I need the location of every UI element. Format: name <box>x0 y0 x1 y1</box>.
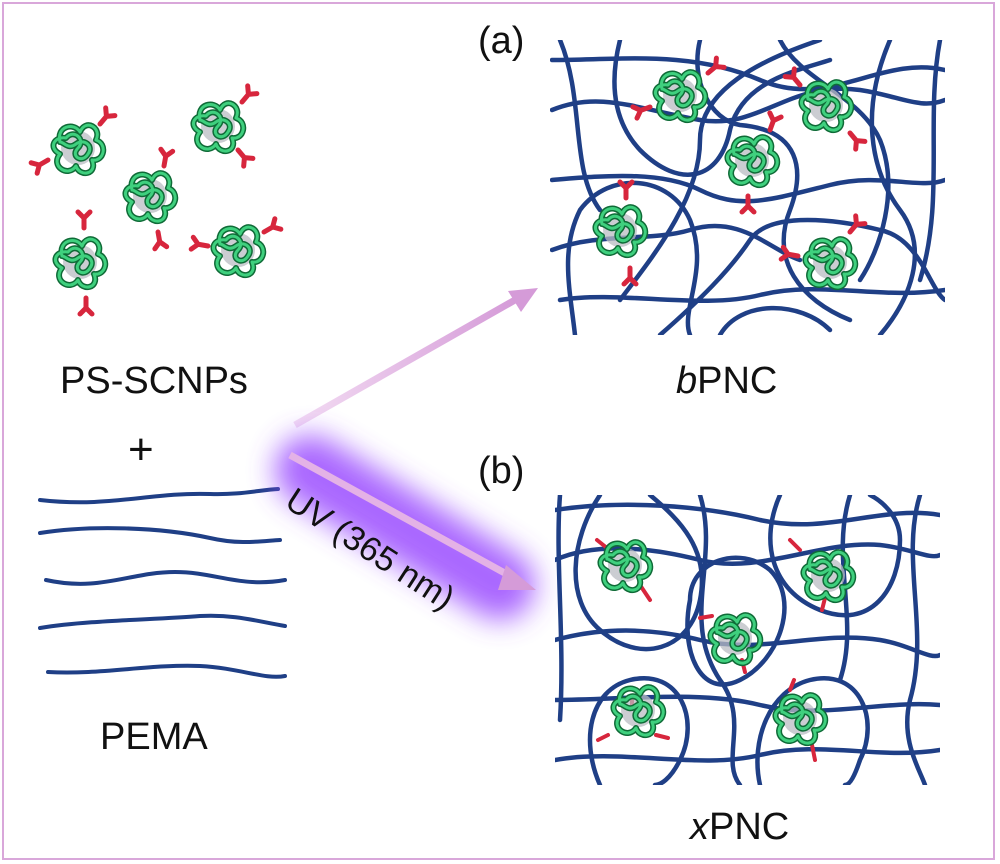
scnp-particle <box>55 212 105 314</box>
pema-chain <box>38 613 287 630</box>
scnp-particle <box>191 219 281 275</box>
xpnc-scnp <box>710 615 760 663</box>
arrow-to-bpnc <box>293 288 538 429</box>
pema-chain <box>38 526 282 545</box>
scnp-group <box>31 86 281 314</box>
xpnc-label: xPNC <box>690 808 789 846</box>
xpnc-scnp <box>600 542 650 590</box>
scnps-label: PS-SCNPs <box>60 360 248 402</box>
pema-chain <box>44 569 287 586</box>
scnp-particle <box>193 86 256 166</box>
bpnc-label: bPNC <box>676 362 777 400</box>
bpnc-prefix: b <box>676 360 698 402</box>
xpnc-suffix: PNC <box>709 806 790 848</box>
uv-arrow <box>275 435 536 620</box>
scnp-particle <box>31 108 115 173</box>
xpnc-network <box>555 495 940 785</box>
panel-b-label: (b) <box>478 450 525 492</box>
xpnc-scnp <box>775 695 825 743</box>
plus-sign: + <box>128 425 154 474</box>
scnp-particle <box>125 149 175 249</box>
bpnc-network <box>550 40 945 335</box>
pema-label: PEMA <box>100 716 208 758</box>
panel-a-label: (a) <box>478 20 525 62</box>
bpnc-scnp <box>595 182 645 284</box>
bpnc-suffix: PNC <box>697 360 778 402</box>
pema-chain <box>46 663 287 679</box>
pema-chain <box>38 487 280 505</box>
xpnc-prefix: x <box>690 806 709 848</box>
xpnc-scnp <box>613 687 663 735</box>
pema-chains <box>38 487 287 679</box>
bpnc-scnp <box>633 58 724 120</box>
